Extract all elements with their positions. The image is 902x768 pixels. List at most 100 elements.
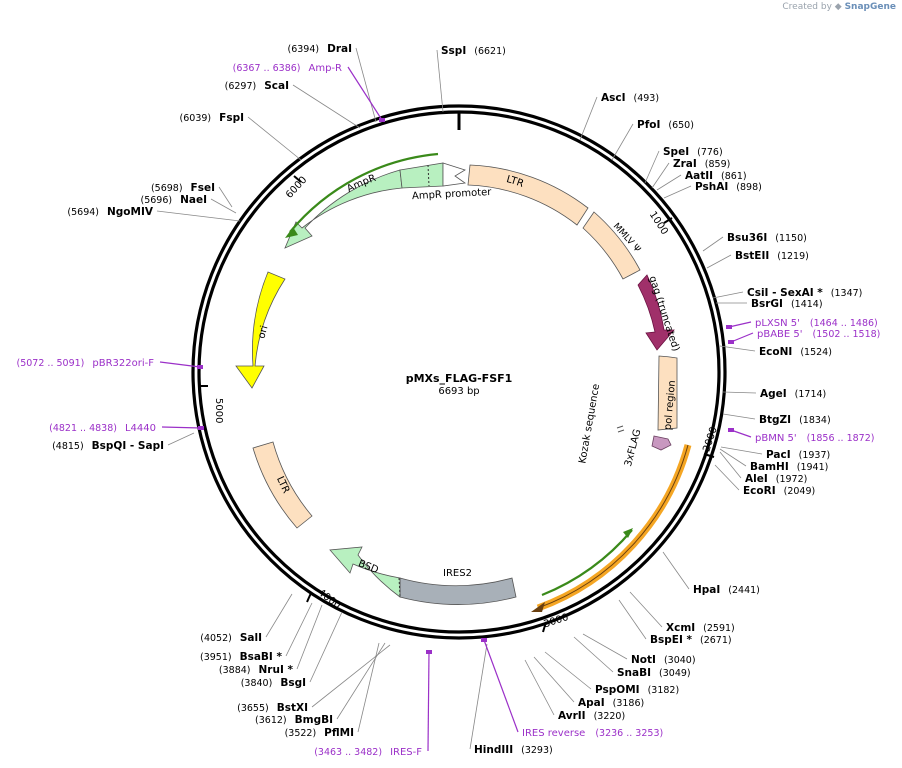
tick-mark: [663, 217, 673, 224]
enzyme-label[interactable]: (6394)DraI: [288, 43, 352, 55]
primer-site-mark: [728, 340, 734, 344]
enzyme-label[interactable]: (3840)BsgI: [241, 677, 306, 689]
enzyme-leader-line: [544, 651, 592, 690]
enzyme-name: BsaBI *: [240, 651, 283, 663]
enzyme-leader-line: [644, 150, 660, 184]
primer-label[interactable]: (3463 .. 3482)IRES-F: [314, 747, 422, 758]
enzyme-leader-line: [218, 186, 233, 208]
tick-mark: [542, 621, 547, 633]
enzyme-position: (6039): [180, 113, 212, 124]
enzyme-label[interactable]: ApaI(3186): [578, 697, 644, 709]
enzyme-leader-line: [662, 551, 690, 590]
enzyme-label[interactable]: (4052)SalI: [200, 632, 262, 644]
enzyme-label[interactable]: CsiI - SexAI *(1347): [747, 287, 862, 299]
gag-feature: [637, 274, 675, 351]
enzyme-label[interactable]: AscI(493): [601, 92, 659, 104]
enzyme-label[interactable]: SspI (6621): [441, 45, 506, 57]
enzyme-label[interactable]: EcoRI(2049): [743, 485, 815, 497]
enzyme-position: (3655): [237, 703, 269, 714]
primer-label[interactable]: (6367 .. 6386) Amp-R: [233, 63, 342, 74]
enzyme-label[interactable]: AgeI(1714): [760, 388, 826, 400]
primer-label[interactable]: pBMN 5'(1856 .. 1872): [755, 433, 874, 444]
enzyme-label[interactable]: (3655) BstXI: [237, 702, 308, 714]
enzyme-label[interactable]: AatII(861): [685, 170, 747, 182]
enzyme-position: (5696): [141, 195, 173, 206]
enzyme-label[interactable]: SpeI(776): [663, 146, 723, 158]
enzyme-name: BmgBI: [295, 714, 333, 726]
enzyme-position: (1714): [795, 389, 827, 400]
enzyme-label[interactable]: Bsu36I(1150): [727, 232, 807, 244]
enzyme-label[interactable]: (6297)ScaI: [225, 80, 289, 92]
enzyme-label[interactable]: PspOMI(3182): [595, 684, 679, 696]
enzyme-label[interactable]: PshAI(898): [695, 181, 762, 193]
enzyme-label[interactable]: NotI(3040): [631, 654, 696, 666]
flag-feature: [651, 435, 672, 451]
enzyme-label[interactable]: BtgZI(1834): [759, 414, 831, 426]
primer-position: (3463 .. 3482): [314, 747, 382, 758]
enzyme-leader-line: [210, 198, 237, 214]
primer-name: Amp-R: [309, 63, 343, 74]
primer-label[interactable]: (5072 .. 5091)pBR322ori-F: [17, 358, 155, 369]
enzyme-label[interactable]: (5694)NgoMIV: [67, 206, 153, 218]
enzyme-name: PflMI: [324, 727, 354, 739]
enzyme-position: (861): [721, 171, 747, 182]
enzyme-label[interactable]: BstEII(1219): [735, 250, 809, 262]
primer-label[interactable]: (4821 .. 4838)L4440: [49, 423, 156, 434]
enzyme-name: BspEI *: [650, 634, 693, 646]
primer-position: (5072 .. 5091): [17, 358, 85, 369]
enzyme-leader-line: [579, 96, 598, 141]
enzyme-leader-line: [355, 47, 377, 123]
primer-position: (6367 .. 6386): [233, 63, 301, 74]
enzyme-position: (1972): [776, 474, 808, 485]
enzyme-name: BsrGI: [751, 298, 783, 310]
enzyme-label[interactable]: (3522)PflMI: [285, 727, 354, 739]
enzyme-position: (6621): [474, 46, 506, 57]
enzyme-label[interactable]: ZraI(859): [673, 158, 730, 170]
primer-name: pLXSN 5': [755, 318, 800, 329]
enzyme-label[interactable]: AleI(1972): [745, 473, 807, 485]
enzyme-label[interactable]: BsrGI(1414): [751, 298, 823, 310]
enzyme-label[interactable]: EcoNI(1524): [759, 346, 832, 358]
enzyme-name: AvrII: [558, 710, 586, 722]
kozak-mark-b: [617, 429, 625, 433]
tick-mark: [293, 175, 302, 183]
enzyme-label[interactable]: HpaI (2441): [693, 584, 760, 596]
enzyme-position: (2441): [728, 585, 760, 596]
enzyme-label[interactable]: (4815)BspQI - SapI: [52, 440, 164, 452]
enzyme-name: BstXI: [277, 702, 308, 714]
enzyme-label[interactable]: BspEI * (2671): [650, 634, 732, 646]
enzyme-name: FspI: [219, 112, 244, 124]
enzyme-leader-line: [714, 464, 740, 491]
enzyme-leader-line: [706, 254, 732, 269]
enzyme-label[interactable]: (3951)BsaBI *: [200, 651, 282, 663]
primer-leader-line: [483, 639, 519, 733]
enzyme-position: (1347): [831, 288, 863, 299]
enzyme-label[interactable]: BamHI(1941): [750, 461, 828, 473]
primer-leader-line: [159, 361, 201, 368]
enzyme-label[interactable]: HindIII(3293): [474, 744, 553, 756]
enzyme-label[interactable]: PacI(1937): [766, 449, 830, 461]
enzyme-name: SspI: [441, 45, 466, 57]
enzyme-leader-line: [712, 291, 744, 299]
enzyme-label[interactable]: PfoI(650): [637, 119, 694, 131]
enzyme-name: ZraI: [673, 158, 697, 170]
enzyme-label[interactable]: (6039) FspI: [180, 112, 244, 124]
enzyme-label[interactable]: (3884)NruI *: [219, 664, 294, 676]
primer-label[interactable]: pLXSN 5'(1464 .. 1486): [755, 318, 878, 329]
primer-site-mark: [726, 325, 732, 329]
snapgene-credit: Created by ◆ SnapGene: [782, 2, 896, 12]
primer-leader-line: [730, 429, 752, 438]
enzyme-label[interactable]: SnaBI(3049): [617, 667, 691, 679]
enzyme-name: HpaI: [693, 584, 720, 596]
enzyme-label[interactable]: AvrII(3220): [558, 710, 625, 722]
enzyme-label[interactable]: XcmI(2591): [666, 622, 735, 634]
primer-label[interactable]: pBABE 5'(1502 .. 1518): [757, 329, 880, 340]
enzyme-label[interactable]: (3612)BmgBI: [255, 714, 333, 726]
primer-label[interactable]: IRES reverse(3236 .. 3253): [522, 728, 663, 739]
enzyme-position: (2671): [700, 635, 732, 646]
flag-label: 3xFLAG: [623, 428, 644, 468]
enzyme-label[interactable]: (5696)NaeI: [141, 194, 208, 206]
ampr-promoter-feature: [442, 162, 467, 187]
enzyme-label[interactable]: (5698)FseI: [151, 182, 215, 194]
